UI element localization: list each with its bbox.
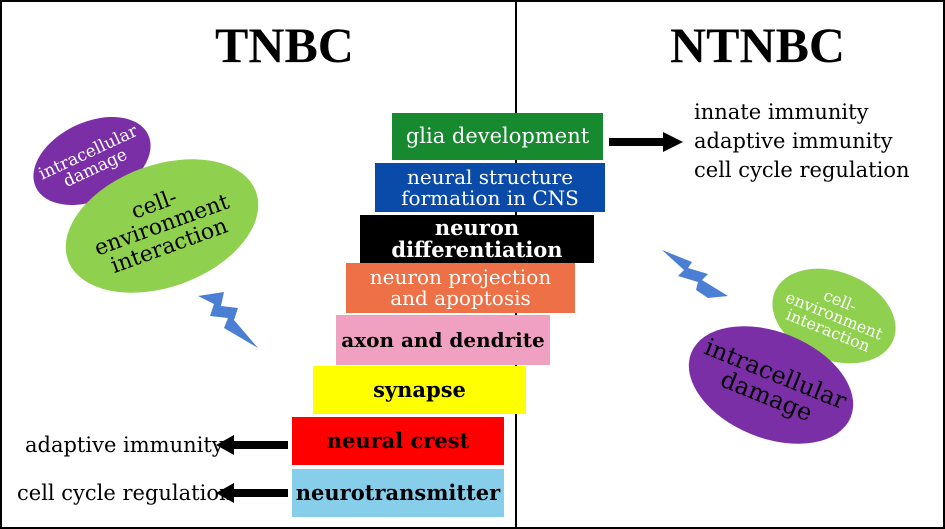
- right-list-item: innate immunity: [694, 100, 869, 124]
- bar-label: axon and dendrite: [341, 327, 545, 352]
- left-list-item: cell cycle regulation: [17, 481, 233, 505]
- ellipse-label: cell- environment interaction: [91, 185, 233, 279]
- bar-label: glia development: [405, 124, 590, 149]
- bar-neuron-projection: neuron projection and apoptosis: [346, 263, 575, 313]
- lightning-bolt-icon: [198, 292, 258, 348]
- bar-neurotransmitter: neurotransmitter: [292, 469, 504, 517]
- lightning-bolt-icon: [662, 250, 728, 298]
- bar-label: synapse: [373, 376, 466, 402]
- arrow-right-icon: [609, 132, 683, 152]
- ntnbc-title: NTNBC: [670, 17, 846, 73]
- bar-glia-development: glia development: [392, 113, 603, 160]
- bar-label: neuron differentiation: [391, 214, 563, 262]
- bar-label: neurotransmitter: [295, 479, 501, 505]
- bar-neural-structure: neural structure formation in CNS: [375, 163, 605, 212]
- bar-label: neural structure formation in CNS: [401, 164, 579, 210]
- bar-synapse: synapse: [313, 366, 526, 414]
- bar-label: neural crest: [326, 427, 470, 453]
- arrow-left-icon: [216, 435, 288, 455]
- bar-neural-crest: neural crest: [292, 417, 504, 465]
- bar-neuron-differentiation: neuron differentiation: [360, 215, 594, 263]
- left-list-item: adaptive immunity: [25, 433, 224, 457]
- right-list-item: adaptive immunity: [694, 129, 893, 153]
- tnbc-title: TNBC: [215, 17, 354, 73]
- right-list-item: cell cycle regulation: [694, 158, 910, 182]
- bar-axon-dendrite: axon and dendrite: [336, 315, 550, 365]
- bar-label: neuron projection and apoptosis: [369, 265, 552, 310]
- arrow-left-icon: [216, 483, 288, 503]
